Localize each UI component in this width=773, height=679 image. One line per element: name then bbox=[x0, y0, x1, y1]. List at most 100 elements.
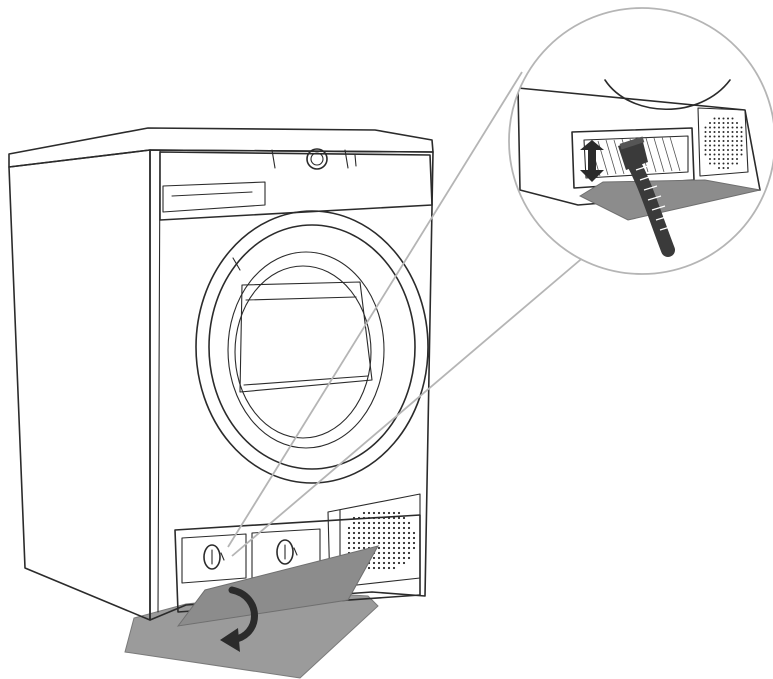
vent-hole bbox=[387, 541, 391, 545]
vent-hole bbox=[362, 516, 366, 520]
vent-hole bbox=[392, 526, 396, 530]
vent-hole bbox=[382, 541, 386, 545]
vent-hole bbox=[718, 117, 720, 120]
vent-hole bbox=[727, 140, 729, 142]
vent-hole bbox=[718, 135, 720, 138]
vent-hole bbox=[352, 526, 356, 530]
vent-hole bbox=[407, 521, 411, 525]
vent-hole bbox=[357, 516, 361, 520]
vent-hole bbox=[357, 541, 361, 545]
vent-hole bbox=[722, 140, 725, 142]
vent-hole bbox=[352, 536, 356, 540]
vent-hole bbox=[392, 531, 396, 535]
vent-hole bbox=[713, 162, 716, 165]
vent-hole bbox=[704, 149, 707, 151]
vent-hole bbox=[407, 551, 411, 555]
vent-hole bbox=[718, 140, 720, 142]
vent-hole bbox=[397, 521, 401, 525]
vent-hole bbox=[731, 149, 734, 151]
vent-hole bbox=[372, 526, 376, 530]
vent-hole bbox=[407, 526, 411, 530]
vent-hole bbox=[347, 546, 351, 550]
vent-hole bbox=[709, 144, 711, 147]
vent-hole bbox=[722, 131, 725, 133]
vent-hole bbox=[362, 526, 366, 530]
vent-hole bbox=[731, 117, 734, 120]
vent-hole bbox=[382, 511, 386, 515]
vent-hole bbox=[740, 126, 743, 129]
vent-hole bbox=[387, 556, 391, 560]
vent-hole bbox=[402, 561, 406, 565]
vent-hole bbox=[718, 144, 720, 147]
vent-hole bbox=[704, 135, 707, 138]
vent-hole bbox=[709, 158, 711, 160]
vent-hole bbox=[713, 149, 716, 151]
vent-hole bbox=[402, 531, 406, 535]
vent-hole bbox=[727, 158, 729, 160]
vent-hole bbox=[412, 541, 416, 545]
vent-hole bbox=[377, 551, 381, 555]
vent-hole bbox=[412, 531, 416, 535]
vent-hole bbox=[722, 144, 725, 147]
vent-hole bbox=[392, 556, 396, 560]
vent-hole bbox=[377, 516, 381, 520]
vent-hole bbox=[709, 122, 711, 124]
vent-hole bbox=[736, 126, 738, 129]
vent-hole bbox=[362, 541, 366, 545]
vent-hole bbox=[387, 566, 391, 570]
vent-hole bbox=[407, 531, 411, 535]
vent-hole bbox=[392, 561, 396, 565]
vent-hole bbox=[367, 521, 371, 525]
vent-hole bbox=[722, 126, 725, 129]
vent-hole bbox=[392, 546, 396, 550]
vent-hole bbox=[377, 546, 381, 550]
up-down-arrow-icon bbox=[580, 140, 604, 182]
vent-hole bbox=[367, 526, 371, 530]
vent-hole bbox=[709, 149, 711, 151]
vent-hole bbox=[713, 144, 716, 147]
vent-hole bbox=[402, 526, 406, 530]
vent-hole bbox=[392, 541, 396, 545]
lock-knob-icon bbox=[276, 539, 298, 565]
vent-hole bbox=[727, 117, 729, 120]
vent-hole bbox=[407, 536, 411, 540]
vent-hole bbox=[718, 167, 720, 169]
vent-hole bbox=[731, 158, 734, 160]
vent-grille-icon bbox=[704, 117, 743, 169]
vent-hole bbox=[397, 561, 401, 565]
vent-hole bbox=[713, 122, 716, 124]
vent-hole bbox=[397, 531, 401, 535]
vent-hole bbox=[713, 140, 716, 142]
vent-hole bbox=[736, 131, 738, 133]
vent-hole bbox=[709, 140, 711, 142]
vent-hole bbox=[704, 126, 707, 129]
vent-hole bbox=[731, 126, 734, 129]
vent-hole bbox=[377, 511, 381, 515]
vacuum-nozzle-icon bbox=[618, 136, 675, 257]
vent-hole bbox=[727, 149, 729, 151]
vent-hole bbox=[722, 158, 725, 160]
vent-hole bbox=[372, 561, 376, 565]
vent-hole bbox=[709, 162, 711, 165]
vent-hole bbox=[731, 144, 734, 147]
vent-hole bbox=[367, 511, 371, 515]
vent-hole bbox=[718, 131, 720, 133]
vent-hole bbox=[367, 516, 371, 520]
callout-lines bbox=[227, 71, 587, 557]
vent-hole bbox=[736, 135, 738, 138]
vent-hole bbox=[377, 521, 381, 525]
vent-hole bbox=[740, 135, 743, 138]
vent-hole bbox=[709, 131, 711, 133]
vent-hole bbox=[709, 135, 711, 138]
vent-hole bbox=[402, 536, 406, 540]
vent-hole bbox=[362, 536, 366, 540]
vent-hole bbox=[372, 516, 376, 520]
vent-hole bbox=[377, 566, 381, 570]
vent-hole bbox=[382, 546, 386, 550]
dryer-door bbox=[195, 210, 429, 484]
vent-hole bbox=[731, 162, 734, 165]
vent-hole bbox=[372, 511, 376, 515]
vent-hole bbox=[722, 117, 725, 120]
vent-hole bbox=[740, 149, 743, 151]
